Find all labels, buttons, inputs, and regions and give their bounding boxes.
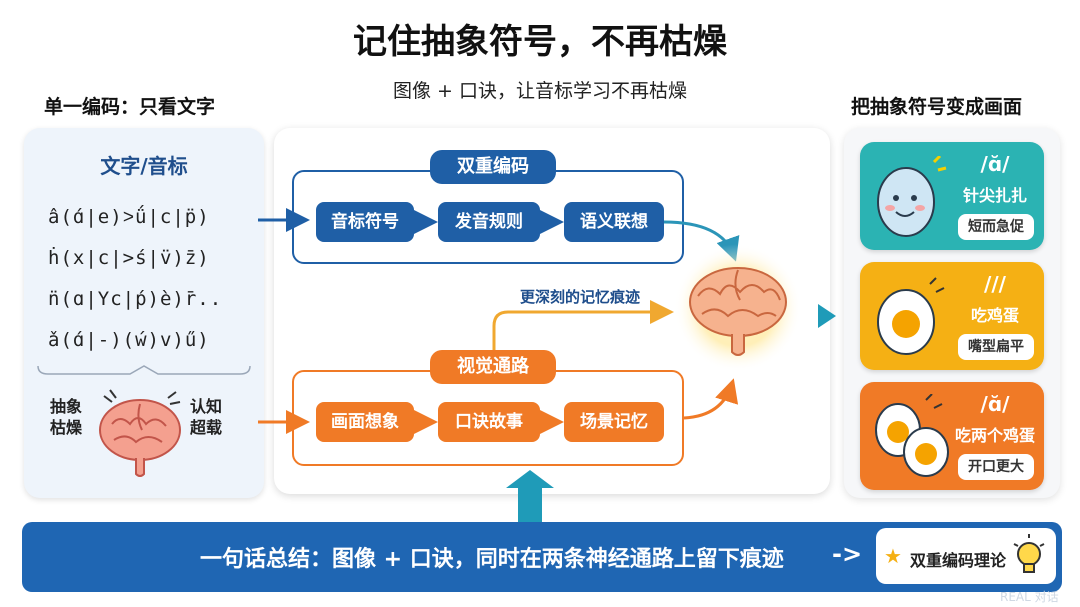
memory-trace-label: 更深刻的记忆痕迹: [520, 288, 641, 306]
symbol-row: ǎ(ɑ́|-)(ẃ)v)ű): [48, 329, 210, 351]
node-scene-memory: 场景记忆: [564, 402, 664, 442]
summary-arrow: ->: [832, 540, 863, 568]
node-image-imagination: 画面想象: [316, 402, 414, 442]
right-heading: 把抽象符号变成画面: [851, 96, 1023, 118]
symbol-row: â(ɑ́|e)˃ǘ|c|p̈): [48, 206, 210, 228]
card-tag: 短而急促: [958, 214, 1034, 240]
glowing-brain-icon: [674, 244, 802, 372]
lightbulb-icon: [1013, 534, 1045, 573]
left-panel-title: 文字/音标: [100, 154, 188, 178]
node-semantic-association: 语义联想: [564, 202, 664, 242]
symbol-row: ḣ(x|c|>ś|v̈)z̄): [48, 247, 210, 269]
label-overload: 认知 超载: [189, 397, 222, 437]
label-abstract: 抽象 枯燥: [49, 397, 82, 437]
visual-pathway-heading: 视觉通路: [430, 350, 556, 384]
card-tag: 开口更大: [958, 454, 1034, 480]
brain-icon: [99, 389, 181, 477]
symbol-row: n̈(ɑ|Yc|ṕ)è)r̄..: [48, 288, 223, 310]
star-icon: ★: [884, 544, 902, 568]
egg-icon: [877, 277, 945, 355]
card-name: 吃两个鸡蛋: [954, 426, 1035, 445]
left-heading: 单一编码：只看文字: [44, 96, 216, 118]
page-subtitle: 图像 + 口诀，让音标学习不再枯燥: [393, 80, 687, 102]
card-symbol: /ɑ̆/: [980, 392, 1010, 416]
two-eggs-icon: [875, 394, 949, 477]
divider-line: [37, 365, 251, 375]
node-mnemonic-story: 口诀故事: [438, 402, 540, 442]
node-phonetic-symbol: 音标符号: [316, 202, 414, 242]
node-pronunciation-rule: 发音规则: [438, 202, 540, 242]
card-symbol: ///: [984, 272, 1006, 296]
card-symbol: /ɑ̆/: [980, 152, 1010, 176]
card-name: 针尖扎扎: [962, 186, 1027, 205]
dual-coding-heading: 双重编码: [430, 150, 556, 184]
watermark: REAL 对话: [1000, 590, 1059, 604]
card-tag: 嘴型扁平: [958, 334, 1034, 360]
page-title: 记住抽象符号，不再枯燥: [353, 22, 727, 62]
egg-face-icon: [877, 156, 947, 237]
card-name: 吃鸡蛋: [970, 306, 1019, 325]
summary-text: 一句话总结：图像 + 口诀，同时在两条神经通路上留下痕迹: [200, 547, 784, 572]
theory-label: 双重编码理论: [910, 551, 1007, 570]
